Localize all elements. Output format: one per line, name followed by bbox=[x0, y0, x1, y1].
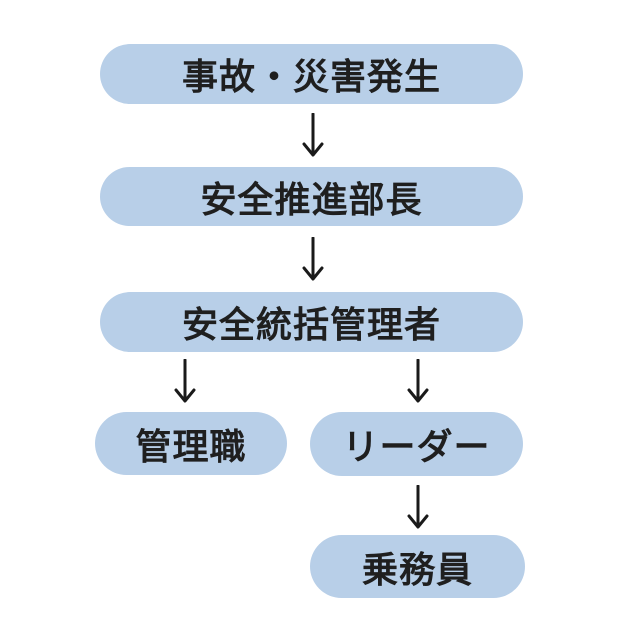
flow-node-leader: リーダー bbox=[310, 412, 523, 476]
arrow-down-icon bbox=[172, 359, 198, 403]
flow-node-safety-general-manager: 安全統括管理者 bbox=[100, 292, 523, 352]
flow-node-incident: 事故・災害発生 bbox=[100, 44, 523, 104]
arrow-down-icon bbox=[300, 113, 326, 157]
flow-node-crew: 乗務員 bbox=[310, 535, 525, 598]
arrow-down-icon bbox=[300, 237, 326, 281]
arrow-down-icon bbox=[405, 485, 431, 529]
flow-node-safety-promotion-director: 安全推進部長 bbox=[100, 167, 523, 226]
arrow-down-icon bbox=[405, 359, 431, 403]
flow-node-management: 管理職 bbox=[95, 412, 287, 475]
